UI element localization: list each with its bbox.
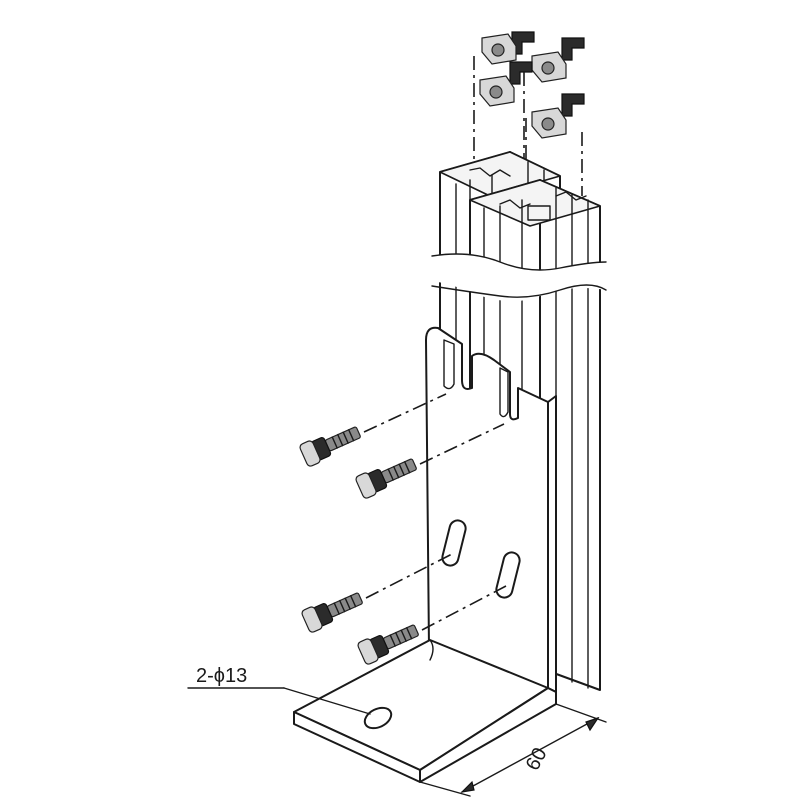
t-nut <box>479 61 533 107</box>
bolt-center-lines <box>363 393 507 631</box>
t-nut-group <box>479 31 585 139</box>
hole-callout: 2-ϕ13 <box>187 665 371 715</box>
hex-bolt <box>355 458 417 499</box>
bolt-group <box>299 426 419 665</box>
hex-bolt <box>299 426 361 467</box>
hex-bolt <box>357 624 419 665</box>
width-dimension-label: 60 <box>522 744 552 774</box>
t-nut <box>531 93 585 139</box>
break-lines <box>431 253 607 302</box>
t-nut <box>531 37 585 83</box>
l-bracket <box>293 326 557 783</box>
t-nut <box>481 31 535 65</box>
hole-callout-label: 2-ϕ13 <box>196 665 247 687</box>
hex-bolt <box>301 592 363 633</box>
